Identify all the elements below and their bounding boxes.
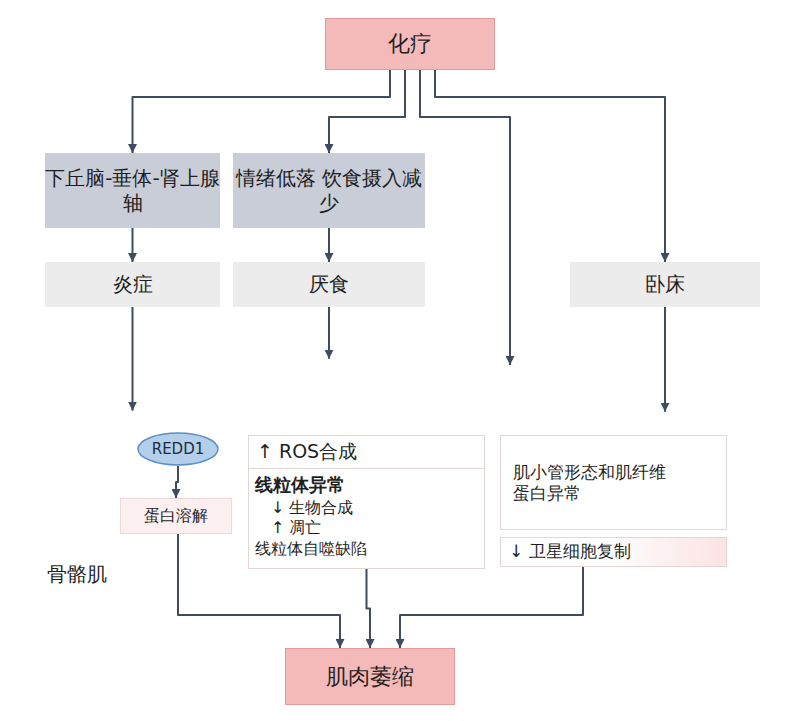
- flow-arrow: [367, 569, 371, 648]
- node-content: 肌小管形态和肌纤维蛋白异常: [501, 436, 726, 529]
- node-label: 下丘脑-垂体-肾上腺轴: [45, 166, 220, 216]
- effect-box: 卧床: [570, 262, 760, 307]
- mitochondria-box: ↑ ROS合成线粒体异常↓ 生物合成↑ 凋亡线粒体自噬缺陷: [248, 435, 485, 569]
- effect-item: ↑ 凋亡: [255, 518, 478, 538]
- muscle-label-holder: 骨骼肌: [47, 562, 107, 587]
- flow-arrow: [328, 228, 330, 262]
- node-content: 厌食: [233, 262, 425, 307]
- flow-arrow: [664, 307, 666, 412]
- flow-arrow: [132, 228, 134, 262]
- node-content: 化疗: [326, 19, 494, 69]
- flow-arrow: [133, 70, 391, 153]
- node-content: 情绪低落 饮食摄入减少: [233, 153, 425, 228]
- node-label: 蛋白溶解: [144, 506, 208, 526]
- section-heading: 线粒体异常: [255, 469, 478, 497]
- node-content: 炎症: [45, 262, 220, 307]
- node-label: 卧床: [645, 272, 685, 297]
- effect-item: 线粒体自噬缺陷: [255, 538, 478, 559]
- fiber-box: 肌小管形态和肌纤维蛋白异常: [500, 435, 727, 530]
- effect-item: ↓ 生物合成: [255, 496, 478, 518]
- process-box: 蛋白溶解: [120, 498, 232, 534]
- node-label: 情绪低落 饮食摄入减少: [233, 166, 425, 216]
- node-label: 肌小管形态和肌纤维蛋白异常: [513, 462, 676, 505]
- node-label: 化疗: [388, 30, 432, 58]
- node-label: 肌肉萎缩: [326, 663, 414, 691]
- effect-item: ↑ ROS合成: [249, 436, 484, 469]
- satellite-box: ↓ 卫星细胞复制: [500, 537, 727, 567]
- flow-arrow: [329, 70, 405, 153]
- flow-arrow: [435, 70, 665, 262]
- node-content: ↓ 卫星细胞复制: [501, 538, 726, 566]
- flow-arrow: [420, 70, 510, 365]
- cause-box: 化疗: [325, 18, 495, 70]
- outer-frame: [9, 9, 779, 713]
- node-label: 厌食: [309, 272, 349, 297]
- effect-box: 炎症: [45, 262, 220, 307]
- protein-ellipse: REDD1: [137, 432, 219, 466]
- effect-box: 厌食: [233, 262, 425, 307]
- flow-arrow: [132, 307, 134, 411]
- node-content: 肌肉萎缩: [286, 649, 454, 704]
- flow-arrow: [328, 307, 330, 359]
- flow-arrow: [400, 567, 583, 648]
- node-content: REDD1: [137, 432, 219, 466]
- node-content: ↑ ROS合成线粒体异常↓ 生物合成↑ 凋亡线粒体自噬缺陷: [249, 436, 484, 568]
- node-label: 炎症: [113, 272, 153, 297]
- flow-arrow: [176, 466, 178, 498]
- node-content: 下丘脑-垂体-肾上腺轴: [45, 153, 220, 228]
- muscle-label: 骨骼肌: [47, 562, 107, 587]
- node-content: 卧床: [570, 262, 760, 307]
- pathway-box: 下丘脑-垂体-肾上腺轴: [45, 153, 220, 228]
- node-content: 蛋白溶解: [121, 499, 231, 533]
- node-label: ↓ 卫星细胞复制: [509, 541, 631, 562]
- tendon-tint: [30, 355, 765, 600]
- skeletal-muscle: 骨骼肌 REDD1 蛋白溶解 ↑ ROS合成线粒体异常↓ 生物合成↑ 凋亡线粒体自噬缺…: [30, 350, 765, 605]
- pathway-box: 情绪低落 饮食摄入减少: [233, 153, 425, 228]
- node-label: REDD1: [152, 440, 205, 459]
- muscle-outline: [30, 355, 765, 600]
- outcome-box: 肌肉萎缩: [285, 648, 455, 705]
- mitochondrion-icon: [310, 360, 430, 434]
